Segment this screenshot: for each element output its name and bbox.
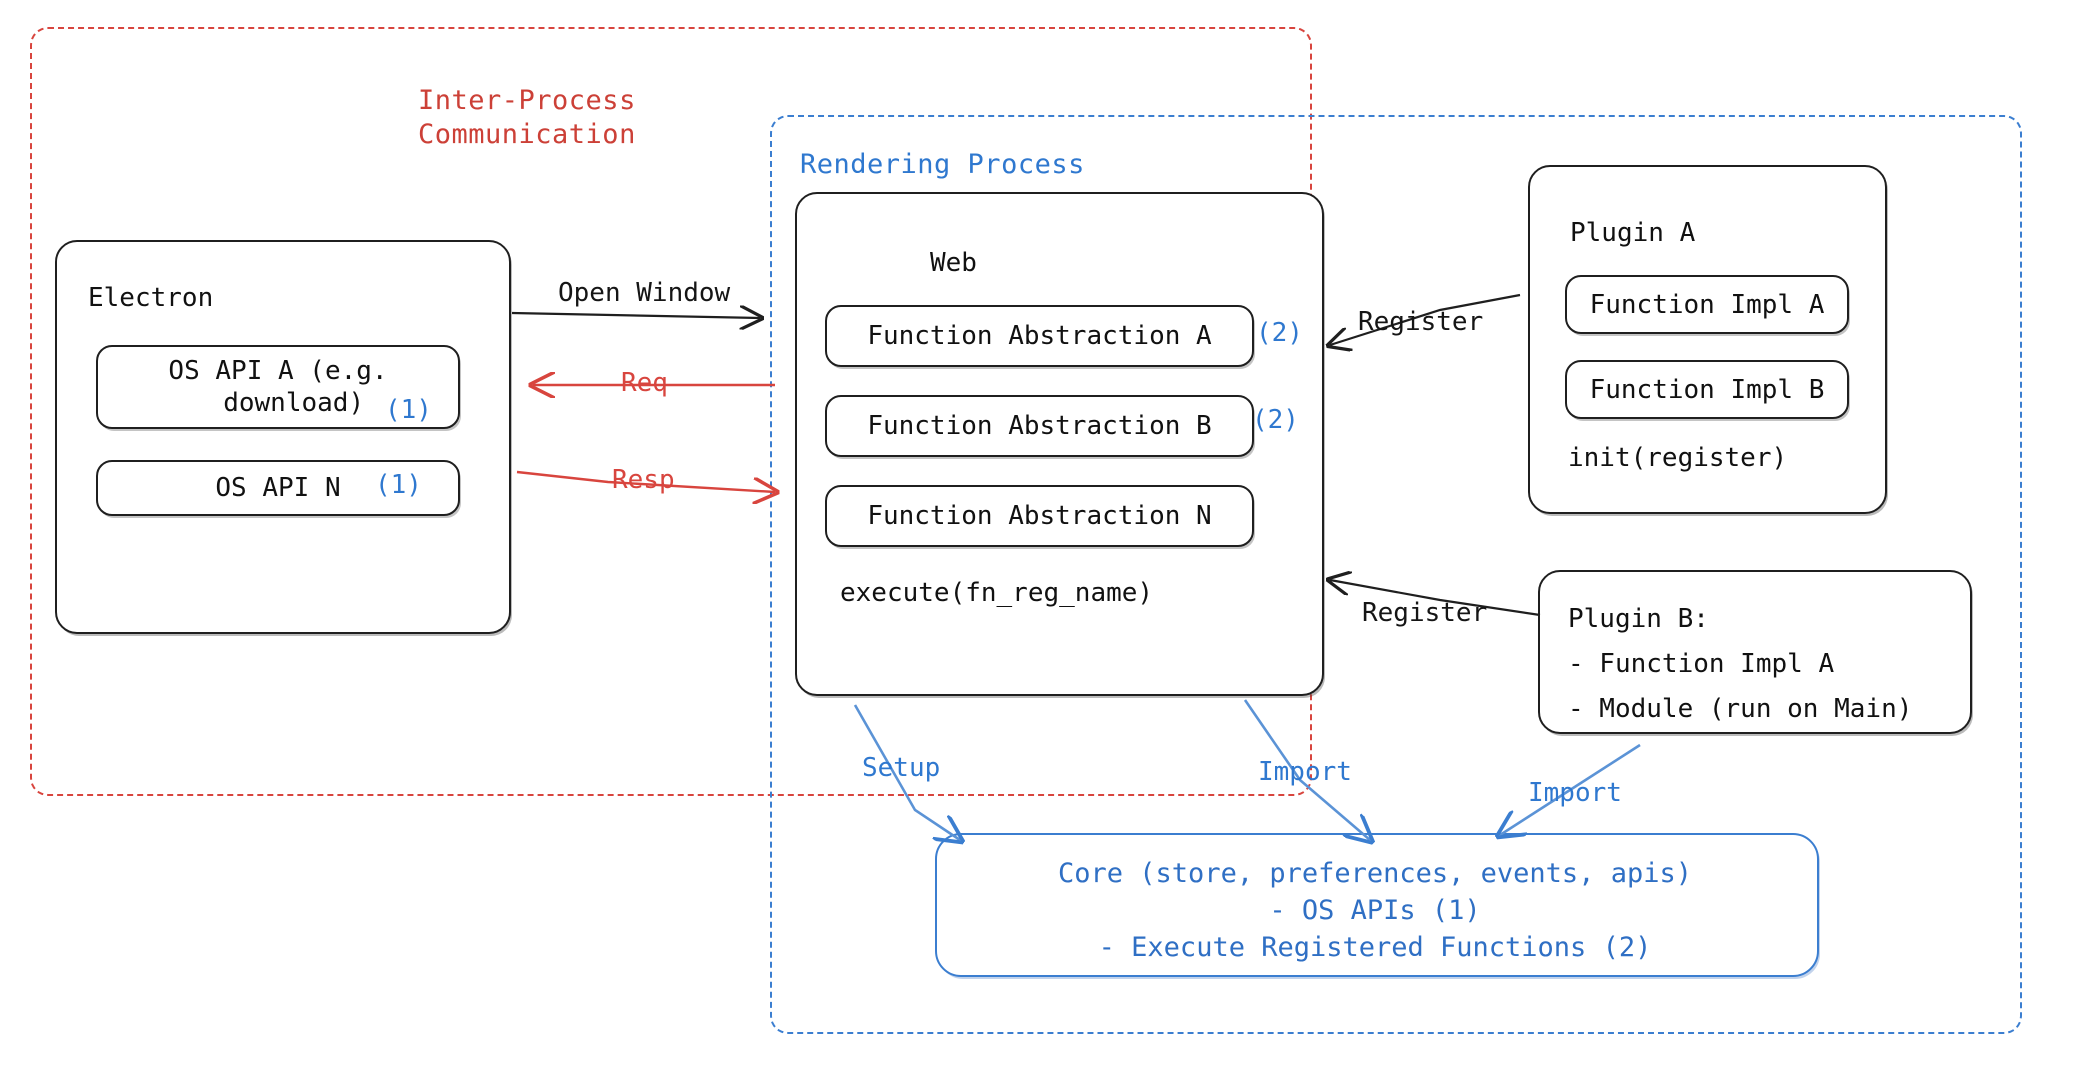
plugin-b-item-1: - Module (run on Main) [1568,694,1913,724]
os-api-n-tag: (1) [375,470,422,500]
electron-title: Electron [88,283,214,313]
function-abstraction-n-label: Function Abstraction N [867,501,1212,531]
function-abstraction-n-box: Function Abstraction N [825,485,1254,547]
core-box [935,833,1819,977]
rendering-process-group-label: Rendering Process [800,149,1085,180]
plugin-b-box [1538,570,1972,734]
plugin-a-box [1528,165,1887,514]
plugin-b-title: Plugin B: [1568,604,1709,634]
function-abstraction-a-tag: (2) [1256,318,1303,348]
arrow-label-register-plugin-a: Register [1358,307,1484,337]
os-api-a-box: OS API A (e.g. download) [96,345,460,429]
plugin-b-content: Plugin B: - Function Impl A - Module (ru… [1568,597,1912,732]
core-label: Core (store, preferences, events, apis) … [1058,858,1692,963]
os-api-a-tag: (1) [385,395,432,425]
os-api-n-label: OS API N [215,473,341,503]
plugin-a-function-impl-b-label: Function Impl B [1589,374,1825,405]
web-title: Web [930,248,977,278]
function-abstraction-a-box: Function Abstraction A [825,305,1254,367]
os-api-a-label: OS API A (e.g. download) [168,356,388,418]
arrow-label-import-plugin-b: Import [1528,778,1622,808]
arrow-label-open-window: Open Window [558,278,731,308]
function-abstraction-b-tag: (2) [1252,405,1299,435]
arrow-label-register-plugin-b: Register [1362,598,1488,628]
plugin-a-function-impl-b-box: Function Impl B [1565,360,1849,419]
execute-function-label: execute(fn_reg_name) [840,578,1154,608]
os-api-n-box: OS API N [96,460,460,516]
arrow-label-req: Req [621,368,668,398]
function-abstraction-b-box: Function Abstraction B [825,395,1254,457]
plugin-a-init-label: init(register) [1568,443,1788,473]
plugin-b-item-0: - Function Impl A [1568,649,1835,679]
ipc-group-label: Inter-Process Communication [418,85,636,150]
plugin-a-function-impl-a-box: Function Impl A [1565,275,1849,334]
function-abstraction-b-label: Function Abstraction B [867,411,1212,441]
plugin-a-function-impl-a-label: Function Impl A [1589,289,1825,320]
rendering-process-group-boundary [770,115,2022,1034]
function-abstraction-a-label: Function Abstraction A [867,321,1212,351]
arrow-label-import-web: Import [1258,757,1352,787]
arrow-label-resp: Resp [612,465,675,495]
arrow-label-setup: Setup [862,753,941,783]
electron-box [55,240,511,634]
plugin-a-title: Plugin A [1570,218,1696,248]
